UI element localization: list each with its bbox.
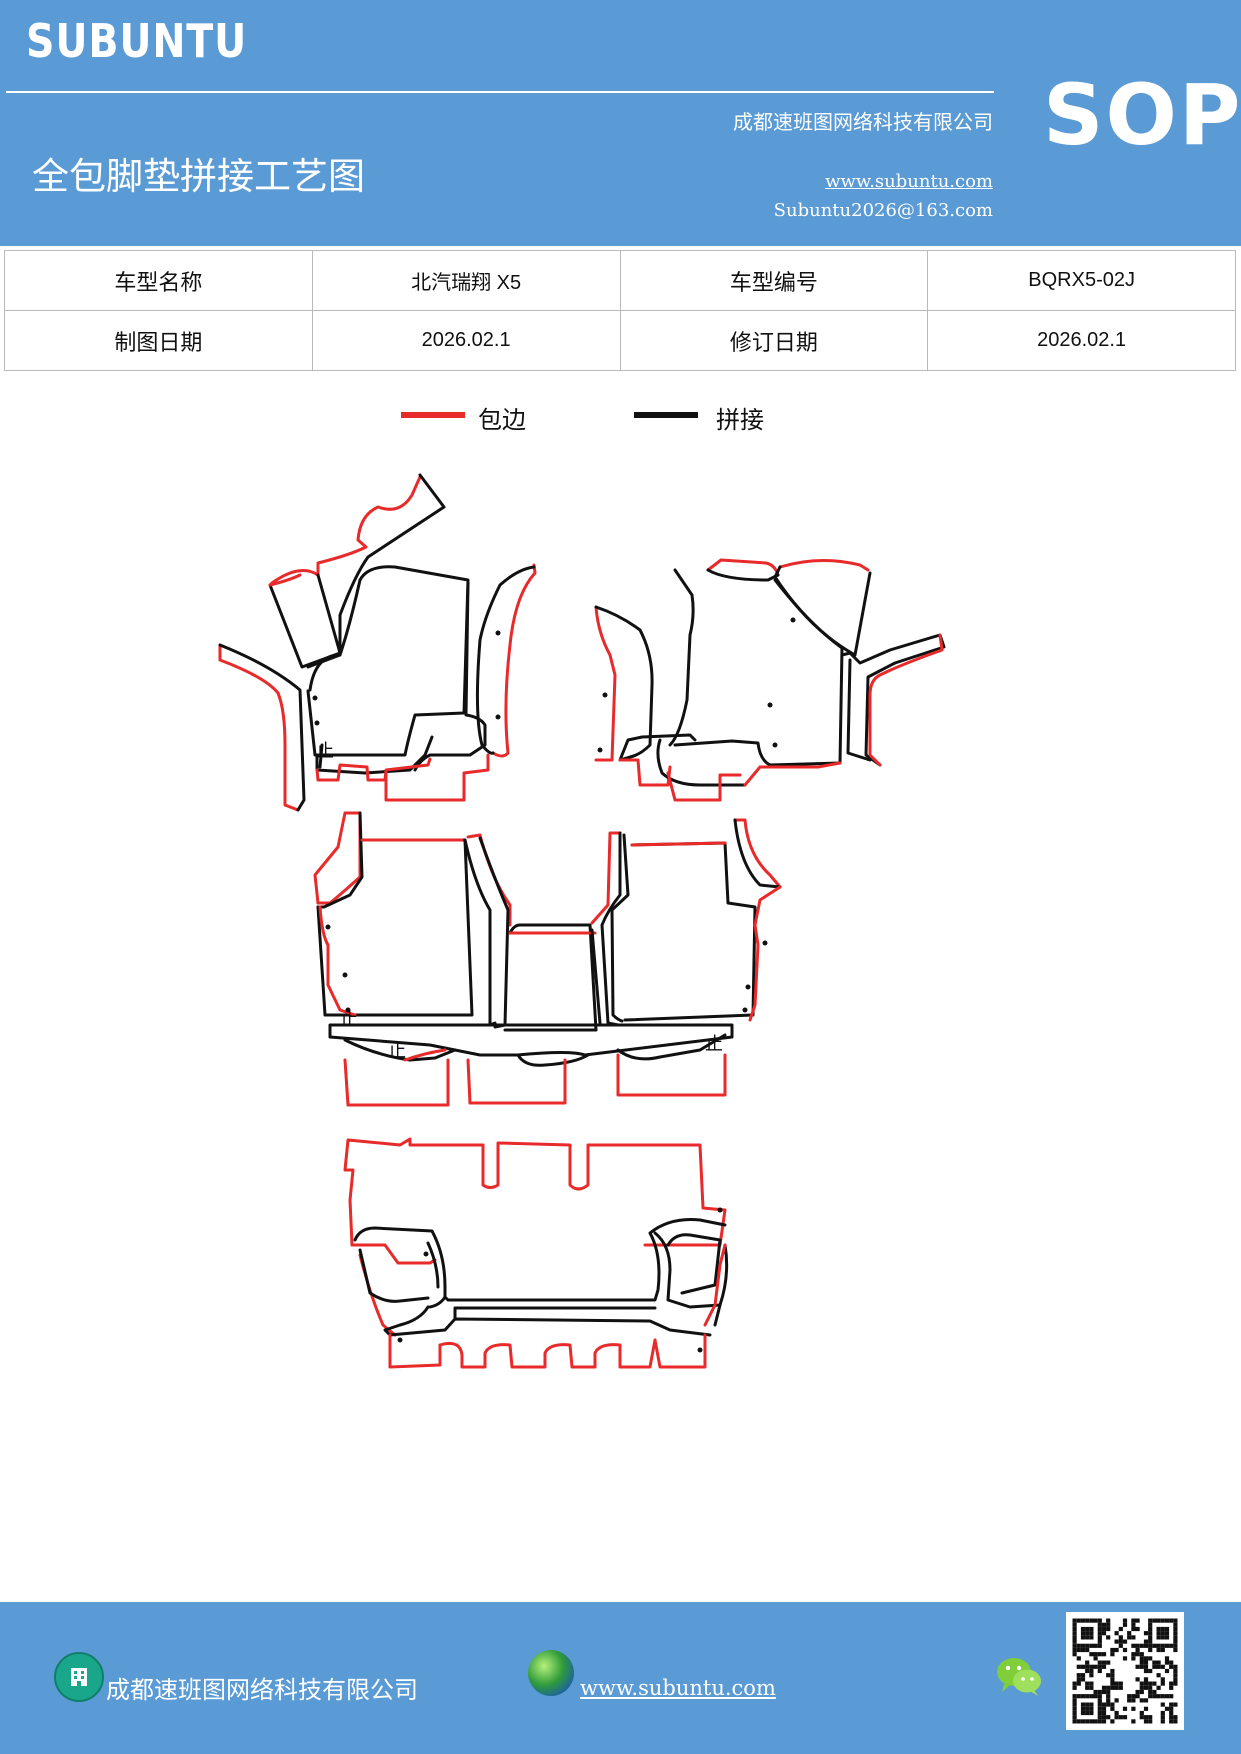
email-address: Subuntu2026@163.com [773,200,993,221]
header-banner: SUBUNTU 成都速班图网络科技有限公司 全包脚垫拼接工艺图 www.subu… [0,0,1241,246]
footer-website-link[interactable]: www.subuntu.com [580,1676,776,1700]
front-right-mat [594,558,946,802]
header-divider [6,91,994,93]
table-row: 车型名称 北汽瑞翔 X5 车型编号 BQRX5-02J [4,250,1236,311]
globe-icon [528,1650,574,1696]
table-row: 制图日期 2026.02.1 修订日期 2026.02.1 [4,310,1236,371]
join-legend-label: 拼接 [716,406,764,434]
model-code-label: 车型编号 [619,250,929,311]
edge-legend-label: 包边 [478,406,526,434]
website-link[interactable]: www.subuntu.com [825,171,993,192]
revise-date-label: 修订日期 [619,310,929,371]
front-left-mat [218,473,537,812]
footer-company-name: 成都速班图网络科技有限公司 [106,1676,418,1704]
legend: 包边 拼接 [0,400,1241,440]
model-code-value: BQRX5-02J [927,250,1236,311]
stop-mark: 止 [388,1041,406,1062]
model-name-value: 北汽瑞翔 X5 [311,250,621,311]
revise-date-value: 2026.02.1 [927,310,1236,371]
draw-date-label: 制图日期 [4,310,313,371]
join-legend-swatch [634,412,698,418]
sop-badge: SOP [1043,66,1241,164]
stop-mark: 止 [705,1034,723,1055]
qr-code [1066,1612,1184,1730]
stop-mark: 止 [340,1009,358,1030]
edge-legend-swatch [401,412,465,418]
floor-mat-diagram: 止 止 止 止 [218,473,946,1369]
info-table: 车型名称 北汽瑞翔 X5 车型编号 BQRX5-02J 制图日期 2026.02… [4,250,1236,371]
wechat-icon[interactable] [994,1654,1044,1698]
building-icon [54,1652,104,1702]
model-name-label: 车型名称 [4,250,313,311]
company-name: 成都速班图网络科技有限公司 [733,110,993,134]
footer-banner: 成都速班图网络科技有限公司 www.subuntu.com [0,1602,1241,1754]
third-row-mat [343,1137,729,1369]
second-row-mat [313,811,782,1107]
brand-logo: SUBUNTU [26,14,248,68]
stop-mark: 止 [316,741,334,762]
document-title: 全包脚垫拼接工艺图 [32,155,365,198]
draw-date-value: 2026.02.1 [311,310,621,371]
